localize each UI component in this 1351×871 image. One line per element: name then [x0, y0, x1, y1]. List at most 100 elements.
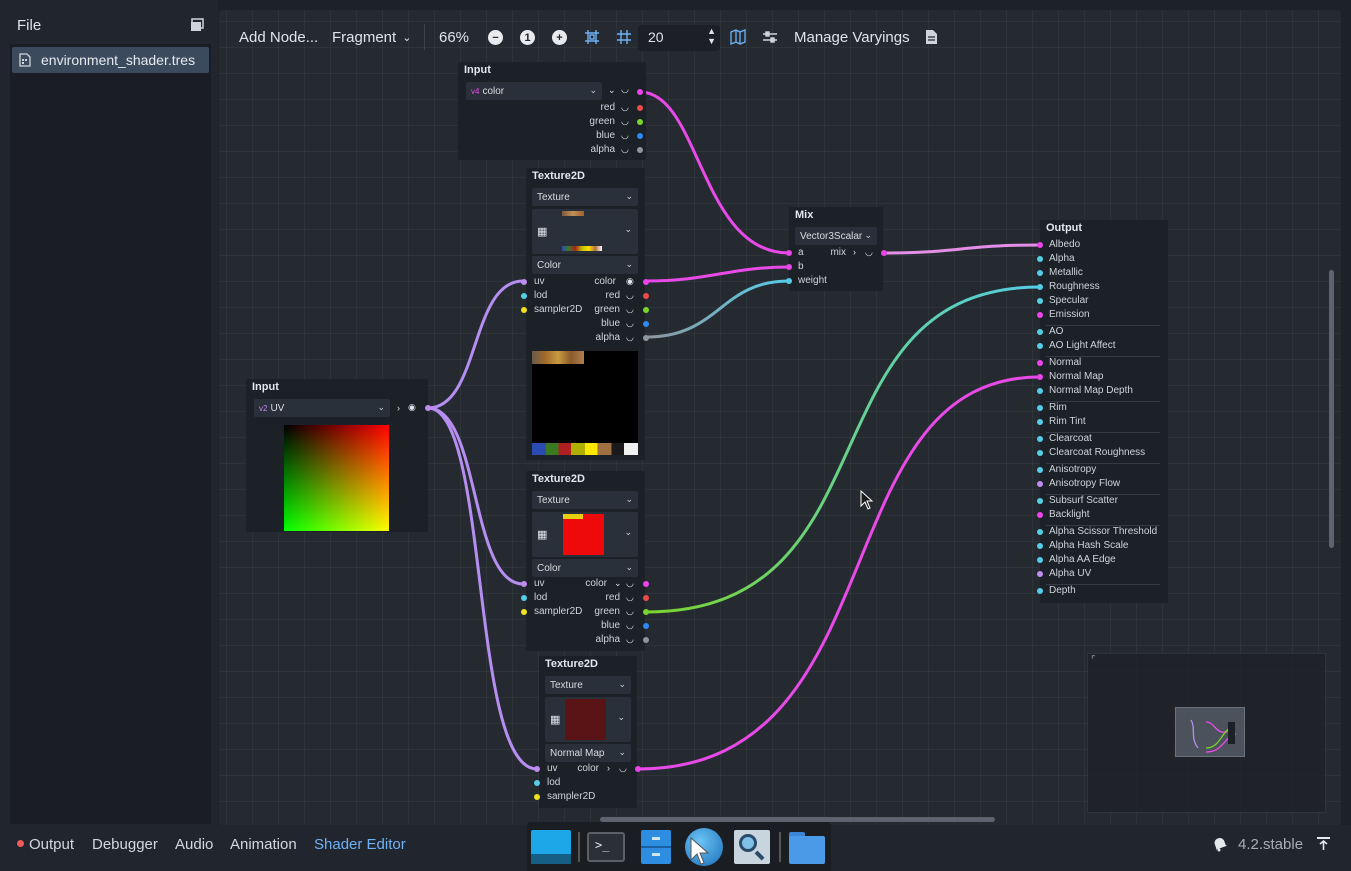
- texture-resource-picker[interactable]: ▦ ⌄: [532, 512, 638, 557]
- output-port-alpha[interactable]: [643, 335, 649, 341]
- input-port-b[interactable]: [786, 264, 792, 270]
- preview-toggle-icon[interactable]: ◡: [626, 290, 634, 300]
- preview-toggle-icon[interactable]: ◡: [626, 578, 634, 588]
- output-port-color[interactable]: [643, 581, 649, 587]
- folder-icon[interactable]: [787, 828, 827, 866]
- expand-panel-icon[interactable]: [1316, 837, 1331, 851]
- search-magnifier-icon[interactable]: [732, 828, 772, 866]
- tab-shader-editor[interactable]: Shader Editor: [314, 836, 406, 853]
- input-port[interactable]: [1037, 298, 1043, 304]
- texture-source-dropdown[interactable]: Texture ⌄: [532, 491, 638, 509]
- input-port[interactable]: [1037, 405, 1043, 411]
- output-port-blue[interactable]: [637, 133, 643, 139]
- input-port-sampler[interactable]: [534, 794, 540, 800]
- output-port-alpha[interactable]: [637, 147, 643, 153]
- snap-grid-icon[interactable]: [584, 29, 600, 45]
- zoom-reset-button[interactable]: 1: [520, 30, 535, 45]
- preview-toggle-icon[interactable]: ◡: [626, 634, 634, 644]
- zoom-out-icon[interactable]: −: [488, 30, 503, 45]
- preview-toggle-icon[interactable]: ◡: [626, 304, 634, 314]
- output-port-green[interactable]: [643, 307, 649, 313]
- input-port[interactable]: [1037, 557, 1043, 563]
- input-port[interactable]: [1037, 329, 1043, 335]
- input-port[interactable]: [1037, 529, 1043, 535]
- preview-toggle-icon[interactable]: ◡: [626, 332, 634, 342]
- preview-toggle-icon[interactable]: ◡: [626, 606, 634, 616]
- panel-layout-icon[interactable]: [190, 18, 204, 32]
- output-port-mix[interactable]: [881, 250, 887, 256]
- chevron-right-icon[interactable]: ›: [397, 403, 400, 413]
- input-port-uv[interactable]: [521, 279, 527, 285]
- output-port-green[interactable]: [637, 119, 643, 125]
- input-port[interactable]: [1037, 312, 1043, 318]
- input-port-weight[interactable]: [786, 278, 792, 284]
- input-port-lod[interactable]: [521, 293, 527, 299]
- output-port-color[interactable]: [637, 89, 643, 95]
- preview-toggle-icon[interactable]: ◡: [621, 144, 629, 154]
- output-port-color[interactable]: [635, 766, 641, 772]
- output-port-red[interactable]: [643, 595, 649, 601]
- preview-toggle-icon[interactable]: ◡: [626, 620, 634, 630]
- add-node-button[interactable]: Add Node...: [239, 28, 319, 46]
- shader-mode-dropdown[interactable]: Fragment ⌄: [332, 22, 411, 52]
- input-port[interactable]: [1037, 374, 1043, 380]
- input-port[interactable]: [1037, 360, 1043, 366]
- vertical-scrollbar[interactable]: [1329, 270, 1334, 548]
- input-port[interactable]: [1037, 242, 1043, 248]
- graph-minimap[interactable]: ⌜: [1087, 653, 1326, 813]
- preview-toggle-icon[interactable]: ◡: [626, 592, 634, 602]
- output-port-color[interactable]: [643, 279, 649, 285]
- terminal-icon[interactable]: >_: [586, 828, 626, 866]
- texture-type-dropdown[interactable]: Color ⌄: [532, 559, 638, 577]
- input-port[interactable]: [1037, 498, 1043, 504]
- texture-resource-picker[interactable]: ▦ ⌄: [545, 697, 631, 742]
- preview-toggle-icon[interactable]: ◡: [621, 130, 629, 140]
- document-icon[interactable]: [925, 29, 938, 45]
- input-type-dropdown[interactable]: v2 UV ⌄: [254, 399, 390, 417]
- show-grid-icon[interactable]: [616, 29, 632, 45]
- zoom-in-icon[interactable]: +: [552, 30, 567, 45]
- input-port[interactable]: [1037, 588, 1043, 594]
- file-cabinet-icon[interactable]: [636, 828, 676, 866]
- output-port-red[interactable]: [637, 105, 643, 111]
- input-port[interactable]: [1037, 571, 1043, 577]
- mix-node[interactable]: Mix Vector3Scalar ⌄ a b weight mix › ◡: [789, 207, 883, 291]
- input-port[interactable]: [1037, 467, 1043, 473]
- input-port-sampler[interactable]: [521, 609, 527, 615]
- input-port[interactable]: [1037, 512, 1043, 518]
- chevron-down-icon[interactable]: ⌄: [614, 578, 622, 588]
- input-color-node[interactable]: Input v4 color ⌄ ⌄ ◡ red green blue alph…: [458, 62, 646, 160]
- input-port[interactable]: [1037, 284, 1043, 290]
- preview-toggle-icon[interactable]: ◡: [621, 116, 629, 126]
- tab-audio[interactable]: Audio: [175, 836, 214, 853]
- input-port[interactable]: [1037, 256, 1043, 262]
- input-uv-node[interactable]: Input v2 UV ⌄ › ◉: [246, 379, 428, 532]
- preview-toggle-icon[interactable]: ◡: [621, 84, 629, 94]
- preview-toggle-icon[interactable]: ◡: [619, 763, 627, 773]
- input-type-dropdown[interactable]: v4 color ⌄: [466, 82, 602, 100]
- file-item-environment-shader[interactable]: environment_shader.tres: [12, 47, 209, 73]
- output-port-green[interactable]: [643, 609, 649, 615]
- minimap-resize-icon[interactable]: ⌜: [1091, 655, 1096, 666]
- mix-op-type-dropdown[interactable]: Vector3Scalar ⌄: [795, 227, 877, 245]
- snap-distance-spinbox[interactable]: 20 ▲▼: [638, 25, 720, 51]
- input-port-uv[interactable]: [521, 581, 527, 587]
- input-port-sampler[interactable]: [521, 307, 527, 313]
- texture2d-node-normal[interactable]: Texture2D Texture ⌄ ▦ ⌄ Normal Map ⌄ uv …: [539, 656, 637, 808]
- minimap-viewport[interactable]: [1175, 707, 1245, 757]
- texture-type-dropdown[interactable]: Color ⌄: [532, 256, 638, 274]
- texture2d-node-b[interactable]: Texture2D Texture ⌄ ▦ ⌄ Color ⌄ uv lod s…: [526, 471, 645, 651]
- input-port[interactable]: [1037, 436, 1043, 442]
- input-port-lod[interactable]: [534, 780, 540, 786]
- preview-toggle-icon[interactable]: ◡: [865, 247, 873, 257]
- input-port[interactable]: [1037, 419, 1043, 425]
- desktop-icon[interactable]: [531, 828, 571, 866]
- texture-source-dropdown[interactable]: Texture ⌄: [545, 676, 631, 694]
- input-port-uv[interactable]: [534, 766, 540, 772]
- input-port[interactable]: [1037, 450, 1043, 456]
- texture-type-dropdown[interactable]: Normal Map ⌄: [545, 744, 631, 762]
- arrange-nodes-icon[interactable]: [762, 30, 778, 44]
- chevron-right-icon[interactable]: ›: [853, 247, 856, 257]
- notification-bell-icon[interactable]: [1212, 836, 1228, 852]
